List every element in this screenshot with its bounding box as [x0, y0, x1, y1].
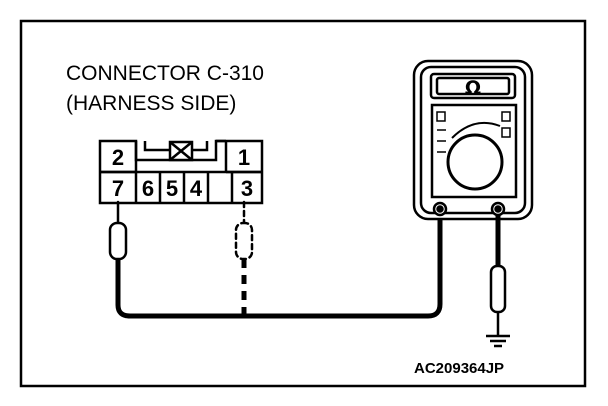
pin-label-3: 3 [241, 176, 253, 201]
meter-ohm-symbol: Ω [465, 77, 481, 99]
figure-code: AC209364JP [414, 360, 505, 377]
pin-label-7: 7 [112, 176, 124, 201]
probe-pin-3 [234, 221, 254, 261]
pin-label-6: 6 [142, 176, 154, 201]
test-lead-solid [115, 212, 443, 319]
pin-label-2: 2 [112, 145, 124, 170]
ground-probe [489, 264, 507, 314]
ohmmeter [412, 59, 534, 221]
meter-selector-dial [446, 133, 504, 191]
pin-label-5: 5 [166, 176, 178, 201]
pin-label-4: 4 [190, 176, 203, 201]
connector-c310 [98, 139, 264, 205]
pin-label-1: 1 [238, 145, 250, 170]
connector-title: CONNECTOR C-310 [66, 62, 264, 85]
figure-border [19, 19, 587, 388]
probe-pin-7 [108, 221, 128, 261]
connector-side-label: (HARNESS SIDE) [66, 92, 237, 115]
